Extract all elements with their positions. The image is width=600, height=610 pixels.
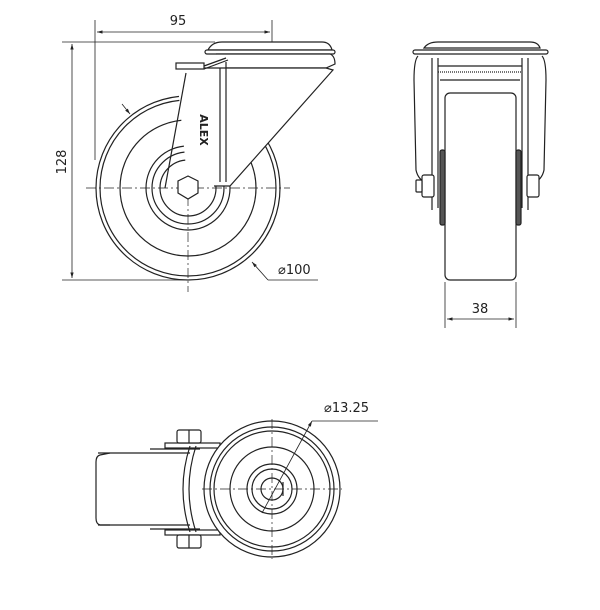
- side-view: [62, 20, 336, 292]
- tread-width-label: 38: [472, 302, 489, 317]
- front-view: [412, 41, 549, 328]
- logo-text: ALEX: [197, 114, 210, 146]
- height-dimension-label: 128: [55, 150, 70, 175]
- bore-diameter-label: ⌀13.25: [324, 401, 369, 416]
- width-dimension-label: 95: [170, 14, 187, 29]
- bottom-view: [95, 419, 378, 559]
- wheel-diameter-label: ⌀100: [278, 263, 311, 278]
